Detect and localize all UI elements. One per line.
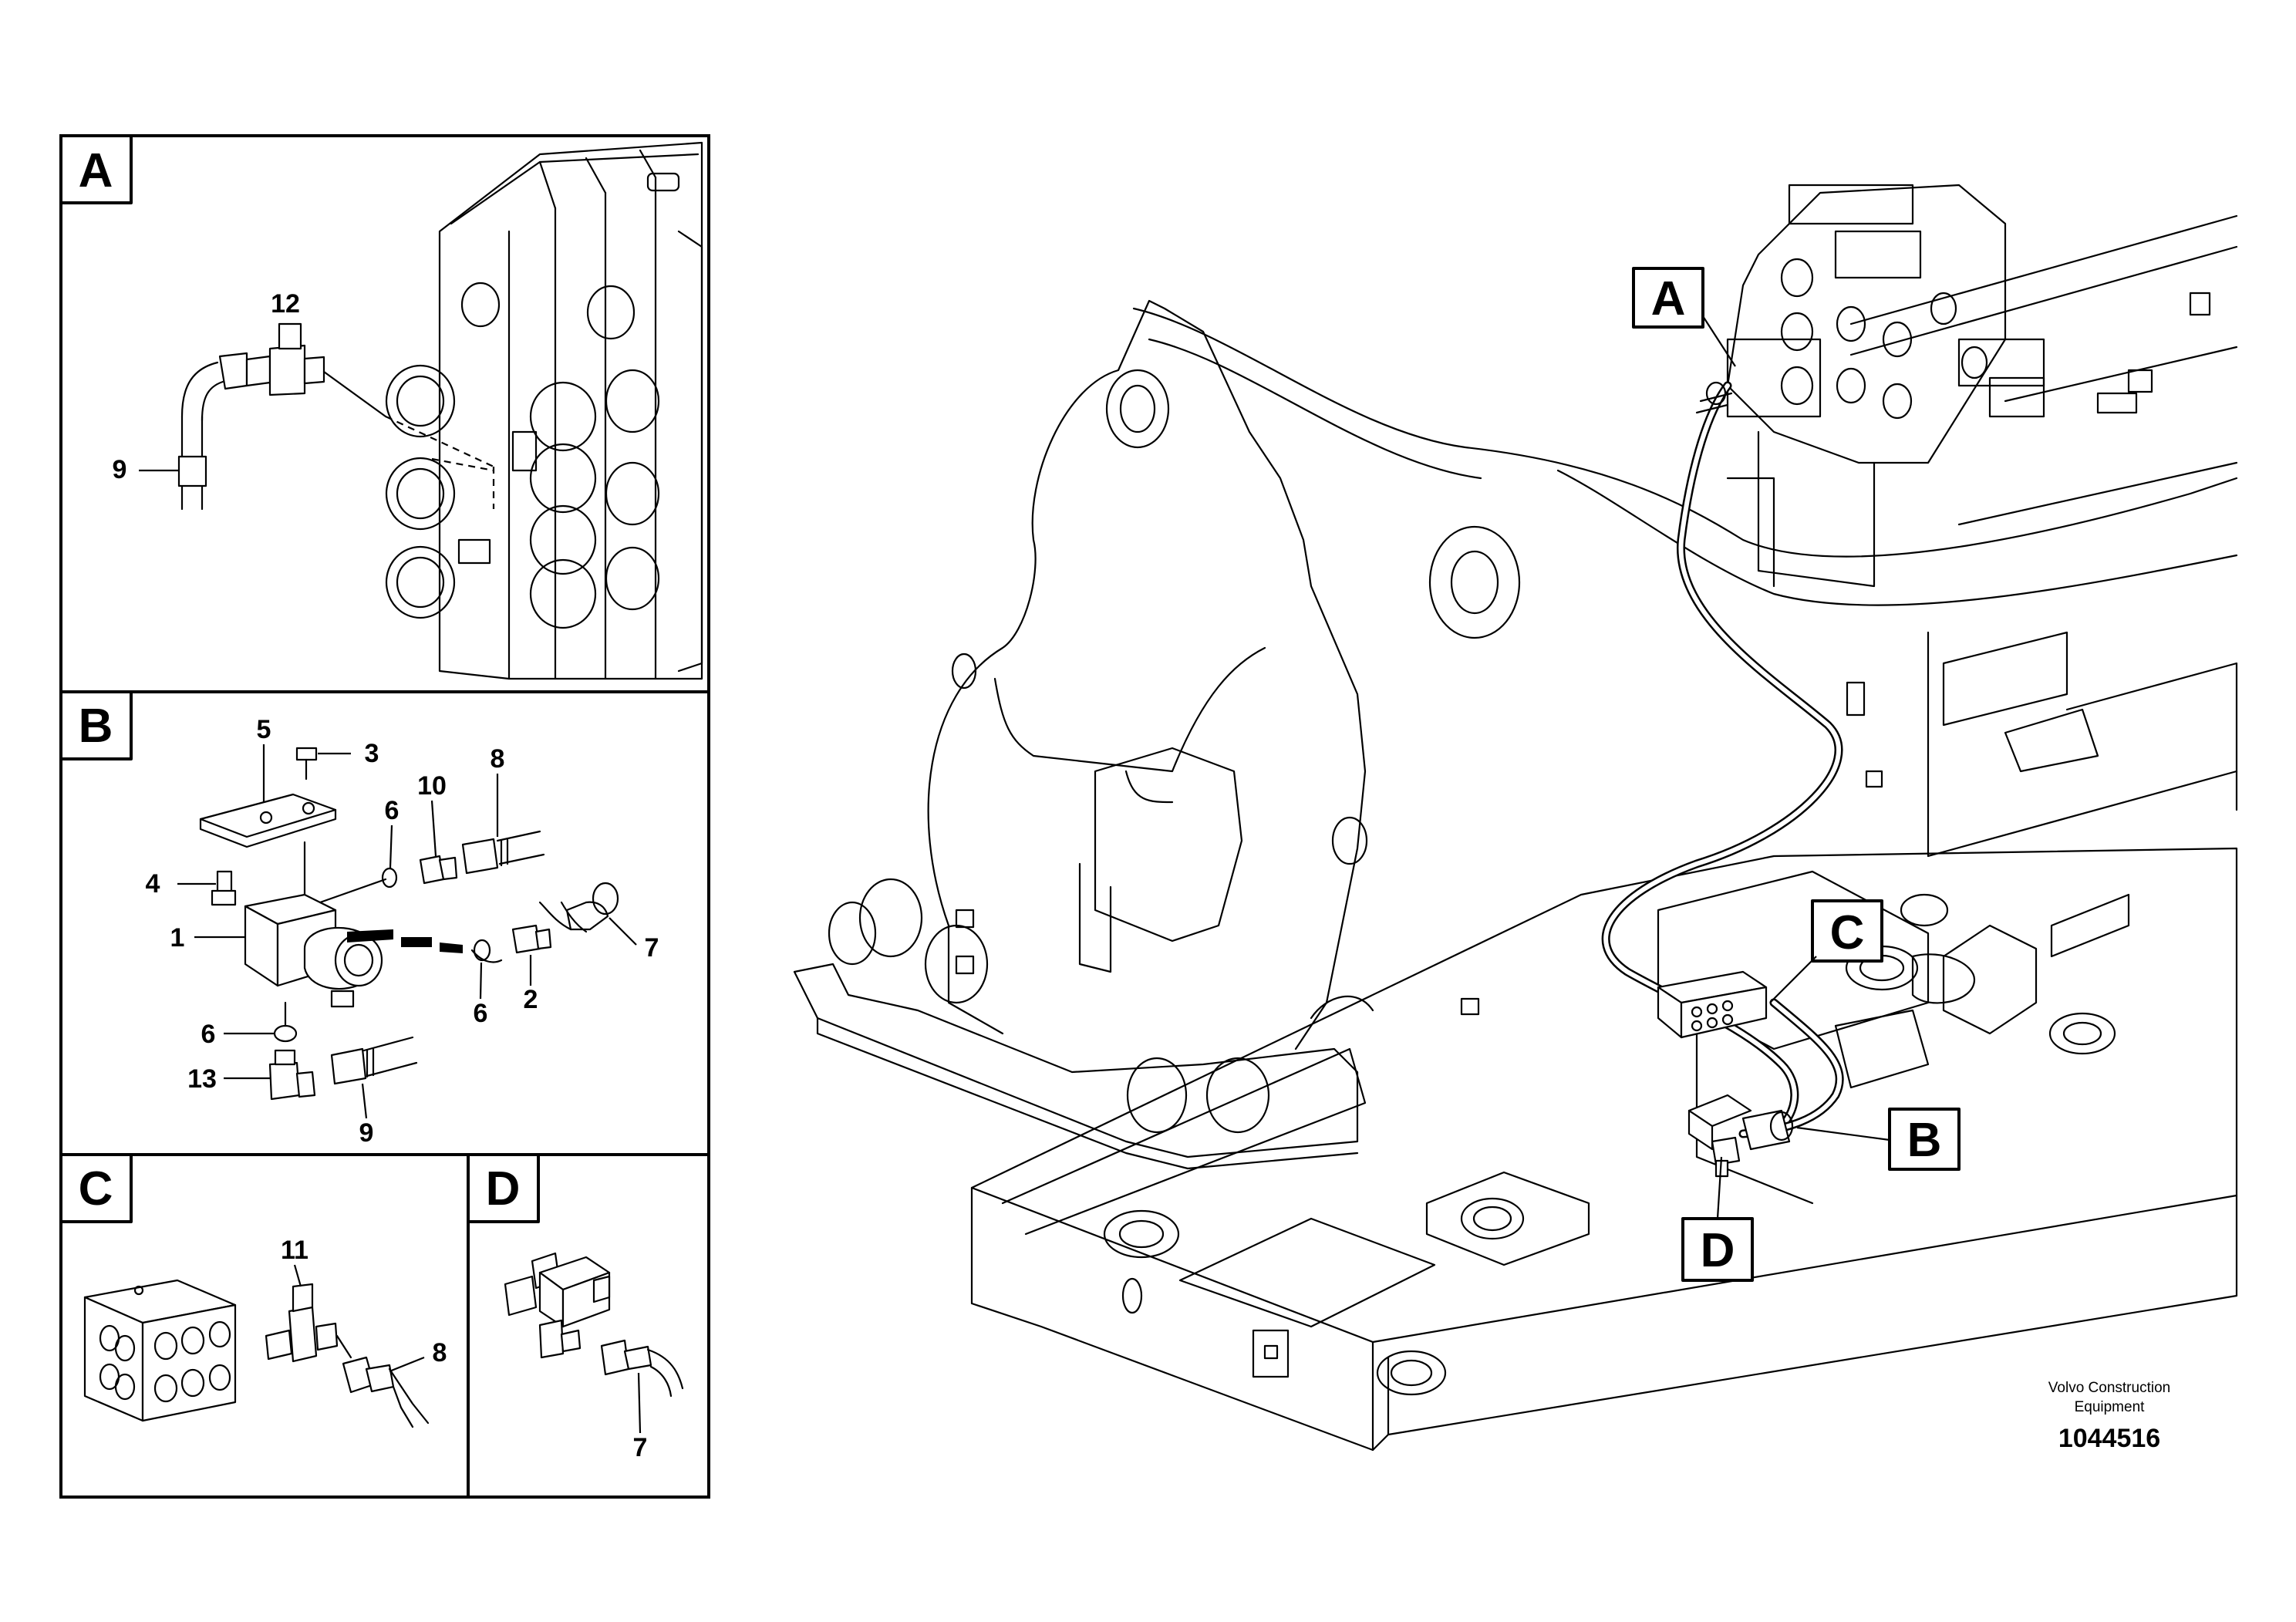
panel-c: C 11 8: [59, 1153, 447, 1428]
distribution-and-solenoid: [1657, 970, 1794, 1178]
callout-12: 12: [271, 289, 300, 319]
bracket-plate: [199, 793, 337, 838]
callout-10: 10: [417, 771, 447, 801]
panel-c-letter: C: [79, 1162, 113, 1216]
distribution-block: [83, 1279, 237, 1422]
callout-6-upper: 6: [385, 796, 400, 825]
callout-3: 3: [365, 739, 379, 768]
callout-6-lower-right: 6: [474, 999, 488, 1028]
valve-fitting-detail: [504, 1252, 684, 1398]
solenoid-valve: [244, 893, 503, 1008]
panel-d: D 7: [467, 1153, 684, 1462]
hose-9-with-tee-12: [177, 322, 495, 511]
panel-a-letter: A: [79, 144, 113, 197]
document-number: 1044516: [2058, 1424, 2160, 1453]
credit-line-2: Equipment: [2075, 1399, 2146, 1415]
callout-8: 8: [433, 1338, 447, 1367]
frame-beams: [1132, 214, 2238, 858]
callout-4: 4: [146, 869, 160, 899]
callout-2: 2: [524, 985, 538, 1014]
marker-b: B: [1796, 1108, 1961, 1171]
callout-13: 13: [187, 1064, 217, 1094]
boom-mount-bracket: [793, 299, 1521, 1170]
marker-a: A: [1632, 267, 1736, 367]
marker-c: C: [1769, 899, 1883, 1003]
detail-panels-frame: [59, 134, 710, 1499]
callout-7: 7: [645, 933, 659, 963]
main-assembly-drawing: A C B D: [793, 184, 2238, 1452]
callout-5: 5: [257, 715, 271, 744]
svg-text:D: D: [1701, 1224, 1735, 1277]
svg-text:A: A: [1651, 272, 1686, 325]
callout-8: 8: [491, 744, 505, 774]
callout-1: 1: [170, 923, 185, 953]
callout-7: 7: [633, 1433, 648, 1462]
footer-credit: Volvo Construction Equipment 1044516: [2048, 1380, 2170, 1453]
callout-9: 9: [359, 1118, 374, 1148]
tee-fitting-11-hose-8: [265, 1283, 430, 1428]
svg-text:B: B: [1907, 1114, 1942, 1167]
credit-line-1: Volvo Construction: [2048, 1380, 2170, 1396]
panel-b-letter: B: [79, 700, 113, 753]
control-valve-detail: [385, 141, 703, 680]
panel-a: A: [59, 134, 703, 680]
panel-b: B: [59, 690, 659, 1148]
main-control-valve: [1726, 184, 2211, 588]
marker-d: D: [1681, 1156, 1754, 1282]
panel-d-letter: D: [486, 1162, 521, 1216]
callout-9: 9: [113, 455, 127, 484]
callout-6-lower: 6: [201, 1020, 216, 1049]
callout-11: 11: [281, 1236, 308, 1265]
svg-text:C: C: [1830, 906, 1865, 959]
